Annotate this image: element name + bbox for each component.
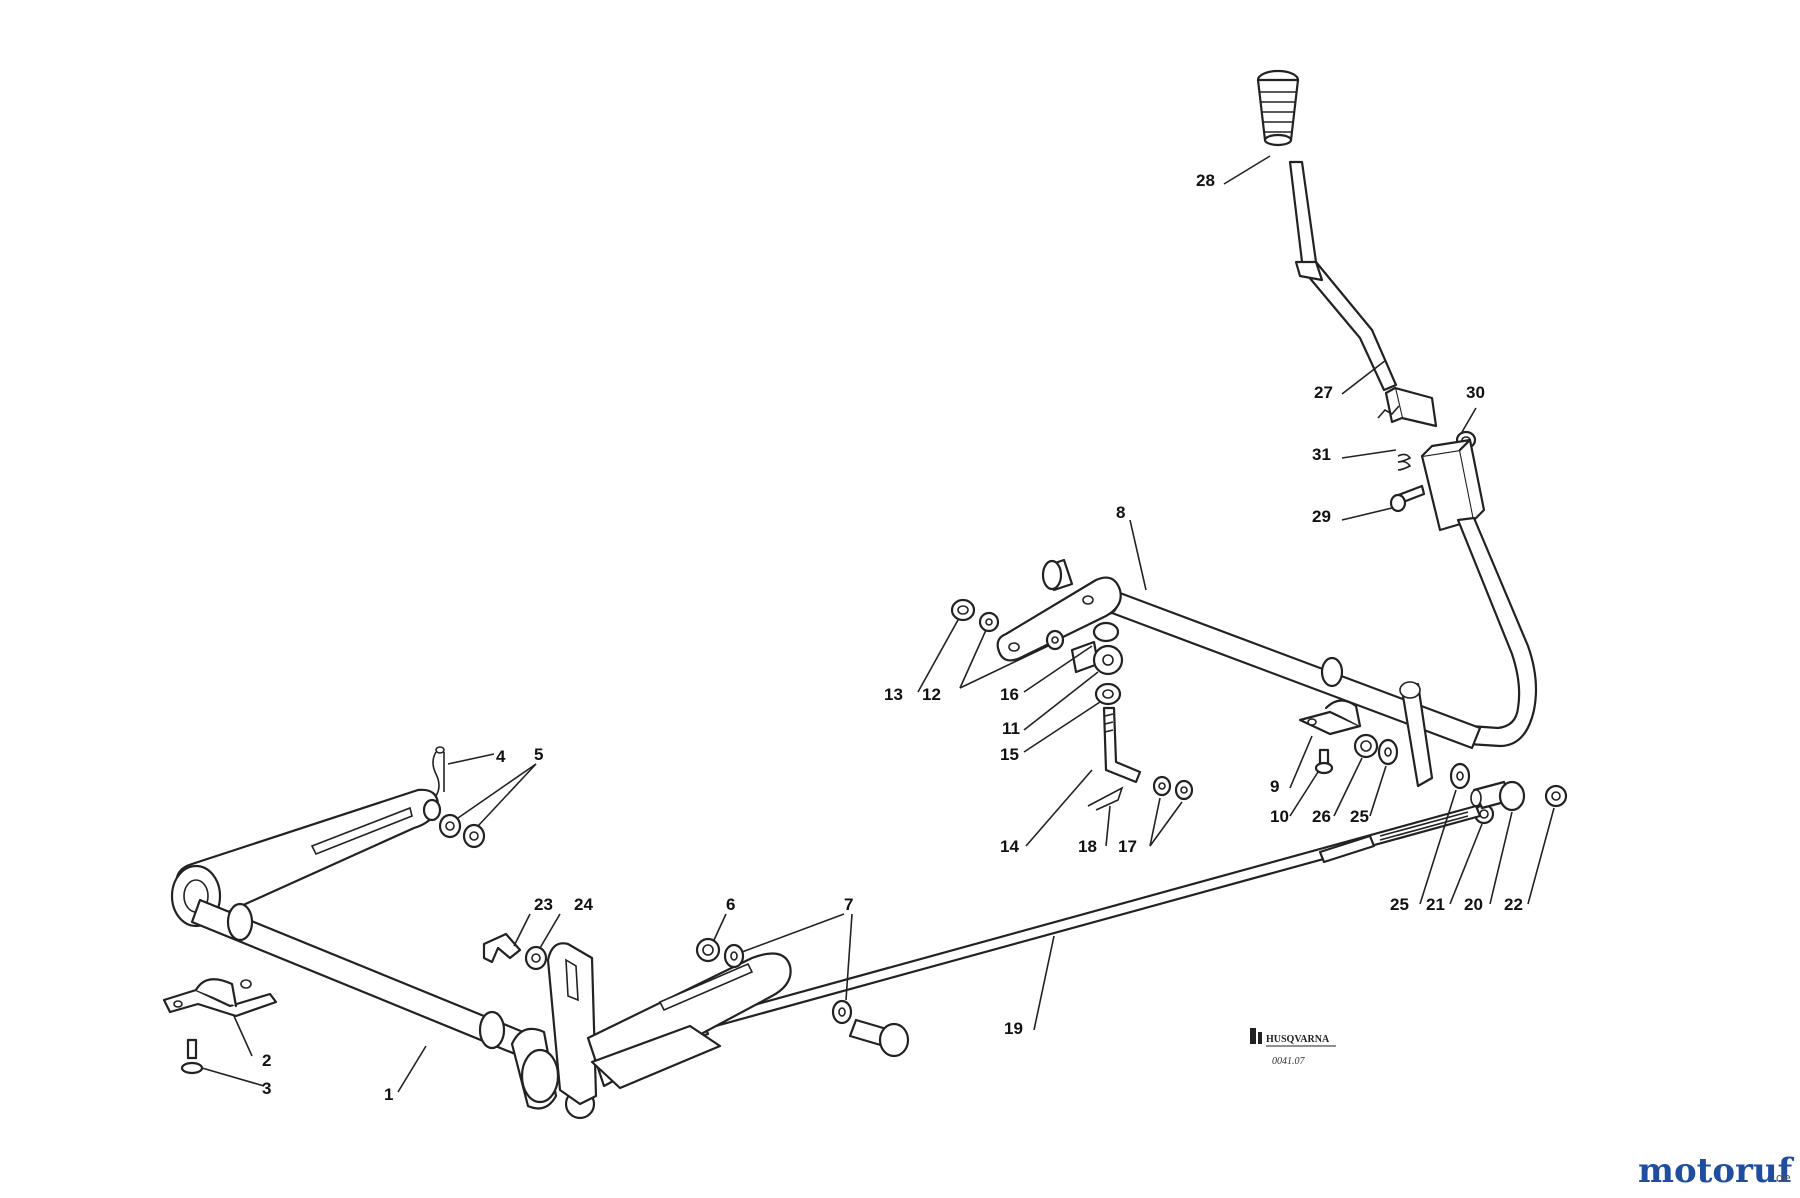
callout-5: 5 <box>534 745 543 764</box>
washer-24 <box>524 945 548 971</box>
cross-shaft-8 <box>996 558 1482 788</box>
callout-23: 23 <box>534 895 553 914</box>
washer-12a <box>978 611 1000 633</box>
clamp-2 <box>162 978 278 1018</box>
callout-26: 26 <box>1312 807 1331 826</box>
nut-22 <box>1544 784 1568 808</box>
callout-1: 1 <box>384 1085 393 1104</box>
screw-3 <box>180 1038 204 1075</box>
callout-16: 16 <box>1000 685 1019 704</box>
clip-23 <box>482 932 522 964</box>
callout-6: 6 <box>726 895 735 914</box>
callout-22: 22 <box>1504 895 1523 914</box>
swivel-16 <box>1070 621 1124 676</box>
nut-13 <box>950 598 976 622</box>
clamp-bracket-9 <box>1298 699 1362 736</box>
bolt-29 <box>1389 484 1426 513</box>
lever-bracket <box>1420 438 1486 532</box>
publisher-stamp: HUSQVARNA 0041.07 <box>1250 1028 1336 1067</box>
lever-tube <box>1456 516 1538 748</box>
callout-14: 14 <box>1000 837 1019 856</box>
nut-11 <box>1094 682 1122 706</box>
hairpin-4 <box>432 746 445 797</box>
callout-27: 27 <box>1314 383 1333 402</box>
callout-17: 17 <box>1118 837 1137 856</box>
watermark-logo: motoruf .de <box>1638 1151 1795 1191</box>
callout-13: 13 <box>884 685 903 704</box>
callout-15: 15 <box>1000 745 1019 764</box>
callout-labels: 28 27 30 31 29 8 13 12 16 11 15 14 18 17… <box>262 171 1523 1104</box>
callout-24: 24 <box>574 895 593 914</box>
lever-plate <box>546 942 598 1106</box>
callout-2: 2 <box>262 1051 271 1070</box>
callout-10: 10 <box>1270 807 1289 826</box>
watermark-main: motoruf <box>1638 1151 1795 1191</box>
callout-20: 20 <box>1464 895 1483 914</box>
publisher-code: 0041.07 <box>1272 1056 1306 1067</box>
callout-29: 29 <box>1312 507 1331 526</box>
watermark-suffix: .de <box>1772 1171 1791 1185</box>
control-rod-19 <box>655 804 1482 1048</box>
washer-12b <box>1045 629 1065 651</box>
callout-30: 30 <box>1466 383 1485 402</box>
callout-25: 25 <box>1350 807 1369 826</box>
callout-21: 21 <box>1426 895 1445 914</box>
callout-28: 28 <box>1196 171 1215 190</box>
callout-4: 4 <box>496 747 506 766</box>
rod-15 <box>1102 706 1142 784</box>
callout-7: 7 <box>844 895 853 914</box>
callout-19: 19 <box>1004 1019 1023 1038</box>
clip-18 <box>1087 786 1124 811</box>
washer-25a <box>1377 738 1399 766</box>
lift-arm-lower <box>586 952 792 1090</box>
washer-25b <box>1449 762 1471 790</box>
callout-12: 12 <box>922 685 941 704</box>
callout-9: 9 <box>1270 777 1279 796</box>
callout-3: 3 <box>262 1079 271 1098</box>
lift-shaft-1 <box>190 898 596 1120</box>
callout-31: 31 <box>1312 445 1331 464</box>
screw-10 <box>1314 748 1334 775</box>
washers-5 <box>438 813 486 849</box>
leader-lines <box>201 155 1555 1093</box>
spring-31 <box>1377 405 1412 471</box>
washer-7a <box>723 943 745 969</box>
pedal-arm-27 <box>1288 160 1438 428</box>
washers-17 <box>1152 775 1194 801</box>
callout-11: 11 <box>1002 719 1020 738</box>
callout-25: 25 <box>1390 895 1409 914</box>
callout-18: 18 <box>1078 837 1097 856</box>
nut-26 <box>1353 733 1379 759</box>
pin-7 <box>848 1018 910 1058</box>
publisher-brand: HUSQVARNA <box>1266 1034 1330 1045</box>
pedal-knob-28 <box>1256 69 1300 147</box>
washer-7b <box>831 999 853 1025</box>
callout-8: 8 <box>1116 503 1125 522</box>
nut-6 <box>695 937 721 963</box>
